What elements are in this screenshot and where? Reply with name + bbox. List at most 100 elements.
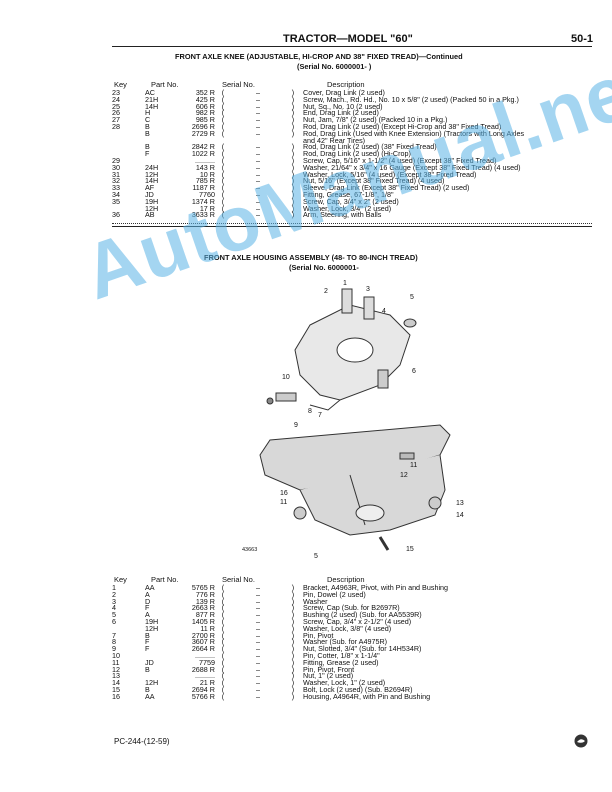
serial-cell: – bbox=[256, 149, 260, 159]
serial-cell: – bbox=[256, 616, 260, 626]
key-cell: 31 bbox=[112, 169, 120, 179]
callout-4: 4 bbox=[382, 308, 386, 315]
open-bracket-cell: ( bbox=[221, 616, 225, 626]
close-bracket-cell: ) bbox=[291, 657, 295, 667]
description-cell: Rod, Drag Link (2 used) (Hi-Crop) bbox=[303, 149, 411, 159]
serial-cell: – bbox=[256, 650, 260, 660]
key-cell: 26 bbox=[112, 108, 120, 118]
key-cell: 13 bbox=[112, 671, 120, 681]
serial-cell: – bbox=[256, 657, 260, 667]
key-cell: 10 bbox=[112, 650, 120, 660]
description-cell: Nut, 1" (2 used) bbox=[303, 671, 354, 681]
part-number-cell: 982 R bbox=[195, 108, 215, 118]
key-cell: 23 bbox=[112, 88, 120, 97]
part-number-cell: 2729 R bbox=[191, 128, 215, 138]
open-bracket-cell: ( bbox=[221, 596, 225, 606]
footer-code: PC-244-(12-59) bbox=[114, 737, 170, 746]
key-cell bbox=[112, 626, 145, 633]
open-bracket-cell: ( bbox=[221, 94, 225, 104]
description-cell: Rod, Drag Link (2 used) (Except Hi-Crop … bbox=[303, 121, 502, 131]
table-row: 29..........(–)Screw, Cap, 5/16" x 1-1/2… bbox=[112, 155, 524, 165]
open-bracket-cell: ( bbox=[221, 684, 225, 694]
description-cell: Bracket, A4963R, Pivot, with Pin and Bus… bbox=[303, 583, 449, 592]
close-bracket-cell: ) bbox=[291, 684, 295, 694]
serial-cell: – bbox=[256, 691, 260, 701]
part-number-cell: 776 R bbox=[195, 589, 215, 599]
section2-col-key: Key bbox=[114, 575, 127, 584]
callout-13: 13 bbox=[456, 500, 464, 507]
section2-title: FRONT AXLE HOUSING ASSEMBLY (48- TO 80-I… bbox=[204, 253, 418, 262]
close-bracket-cell: ) bbox=[291, 88, 295, 97]
open-bracket-cell: ( bbox=[221, 671, 225, 681]
open-bracket-cell: ( bbox=[221, 210, 225, 220]
part-prefix-cell: JD bbox=[145, 189, 154, 199]
serial-cell: – bbox=[256, 210, 260, 220]
callout-5b: 5 bbox=[314, 553, 318, 560]
serial-cell: – bbox=[256, 155, 260, 165]
key-cell: 34 bbox=[112, 189, 120, 199]
close-bracket-cell: ) bbox=[291, 203, 295, 213]
close-bracket-cell: ) bbox=[291, 596, 295, 606]
serial-cell: – bbox=[256, 603, 260, 613]
part-number-cell: 143 R bbox=[195, 162, 215, 172]
key-cell: 2 bbox=[112, 589, 116, 599]
description-cell: Nut, Jam, 7/8" (2 used) (Packed 10 in a … bbox=[303, 115, 448, 125]
close-bracket-cell: ) bbox=[291, 94, 295, 104]
serial-cell: – bbox=[256, 94, 260, 104]
key-cell: 11 bbox=[112, 657, 120, 667]
part-prefix-cell: 12H bbox=[145, 169, 159, 179]
open-bracket-cell: ( bbox=[221, 657, 225, 667]
part-number-cell: 2664 R bbox=[191, 644, 215, 654]
part-number-cell: 10 R bbox=[199, 169, 215, 179]
open-bracket-cell: ( bbox=[221, 142, 225, 152]
part-prefix-cell: A bbox=[145, 610, 150, 620]
part-prefix-cell: 19H bbox=[145, 616, 159, 626]
close-bracket-cell: ) bbox=[291, 108, 295, 118]
callout-9: 9 bbox=[294, 422, 298, 429]
part-prefix-cell: B bbox=[145, 121, 150, 131]
key-cell bbox=[112, 131, 145, 138]
description-cell: Sleeve, Drag Link (Except 38" Fixed Trea… bbox=[303, 183, 470, 193]
description-cell: Screw, Cap, 3/4" x 2-1/2" (4 used) bbox=[303, 616, 412, 626]
part-prefix-cell: AA bbox=[145, 691, 155, 701]
close-bracket-cell: ) bbox=[291, 189, 295, 199]
open-bracket-cell: ( bbox=[221, 630, 225, 640]
key-cell: 36 bbox=[112, 210, 120, 220]
section1-col-desc: Description bbox=[327, 80, 365, 89]
part-prefix-cell: AA bbox=[145, 583, 155, 592]
close-bracket-cell: ) bbox=[291, 155, 295, 165]
open-bracket-cell: ( bbox=[221, 637, 225, 647]
part-prefix-cell: A bbox=[145, 589, 150, 599]
description-cell: Fitting, Grease (2 used) bbox=[303, 657, 379, 667]
part-prefix-cell: AF bbox=[145, 183, 155, 193]
callout-11: 11 bbox=[410, 462, 417, 469]
close-bracket-cell: ) bbox=[291, 128, 295, 138]
close-bracket-cell: ) bbox=[291, 583, 295, 592]
close-bracket-cell: ) bbox=[291, 623, 295, 633]
description-cell: Washer, Lock, 3/8" (4 used) bbox=[303, 623, 392, 633]
serial-cell: – bbox=[256, 162, 260, 172]
serial-cell: – bbox=[256, 108, 260, 118]
part-number-cell: 2696 R bbox=[191, 121, 215, 131]
key-cell: 8 bbox=[112, 637, 116, 647]
part-prefix-cell: AB bbox=[145, 210, 155, 220]
close-bracket-cell: ) bbox=[291, 610, 295, 620]
description-cell: Washer, 21/64" x 3/4" x 16 Gauge (Except… bbox=[303, 162, 521, 172]
part-number-cell: 2663 R bbox=[191, 603, 215, 613]
key-cell: 7 bbox=[112, 630, 116, 640]
description-cell: Pin, Pivot bbox=[303, 630, 334, 640]
key-cell: 35 bbox=[112, 196, 120, 206]
part-prefix-cell: D bbox=[145, 596, 151, 606]
description-cell: and 42" Rear Tires) bbox=[303, 135, 366, 145]
serial-cell: – bbox=[256, 183, 260, 193]
part-number-cell: 5765 R bbox=[191, 583, 215, 592]
